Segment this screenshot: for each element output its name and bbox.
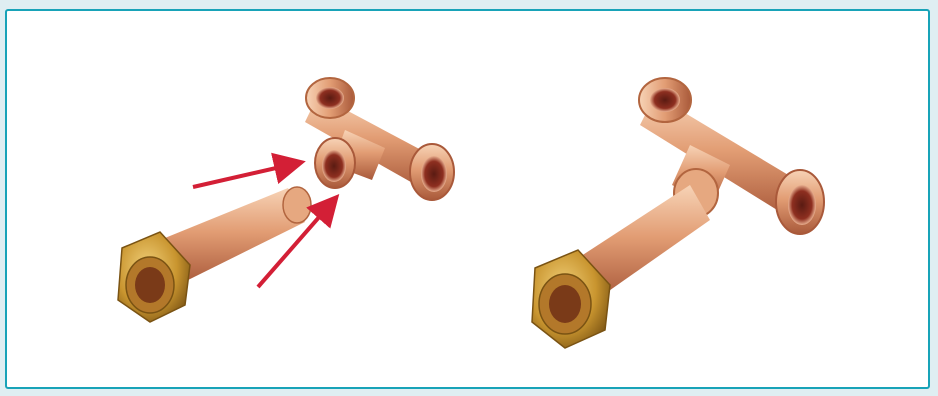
- left-figure: [118, 78, 454, 322]
- tap-connector-left: [118, 187, 311, 322]
- right-figure: [532, 78, 824, 348]
- tap-connector-right: [532, 185, 710, 348]
- arrow-upper: [193, 163, 298, 187]
- tee-fitting-left: [305, 78, 454, 200]
